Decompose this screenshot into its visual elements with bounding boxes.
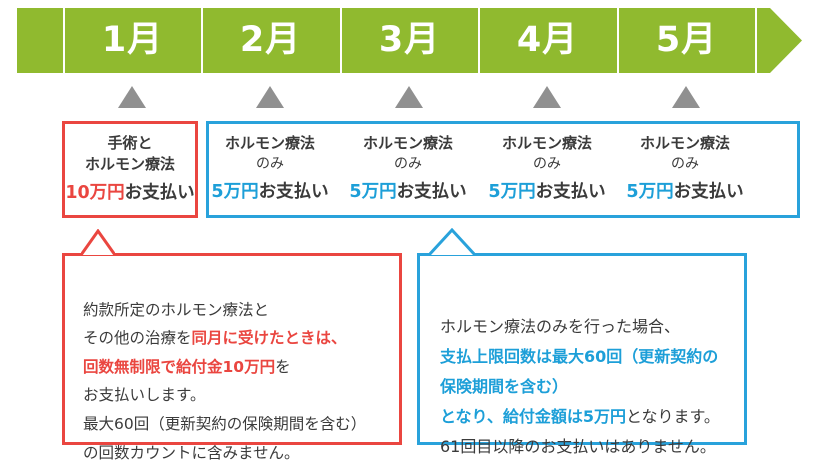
hormone-col-amount-suffix: お支払い [258, 182, 329, 202]
hormone-only-box: ホルモン療法 のみ 5万円お支払い ホルモン療法 のみ 5万円お支払い ホルモン… [206, 121, 800, 218]
hormone-col-amount-line: 5万円お支払い [339, 181, 477, 203]
hormone-col-amount-suffix: お支払い [396, 182, 467, 202]
hormone-col-amount-suffix: お支払い [535, 182, 606, 202]
red-callout-text: 約款所定のホルモン療法と その他の治療を同月に受けたときは、 回数無制限で給付金… [83, 296, 383, 461]
blue-callout-text-end: となります。 61回目以降のお支払いはありません。 [440, 407, 720, 456]
triangle-marker-icon [533, 86, 561, 108]
hormone-col-line1: ホルモン療法 [501, 134, 592, 152]
hormone-only-column: ホルモン療法 のみ 5万円お支払い [616, 133, 754, 203]
hormone-col-amount: 5万円 [349, 182, 397, 202]
surgery-box-amount-line: 10万円お支払い [65, 182, 195, 204]
month-label-1: 1月 [101, 20, 164, 60]
red-callout-text-start: 約款所定のホルモン療法と その他の治療を [83, 300, 270, 348]
hormone-only-column: ホルモン療法 のみ 5万円お支払い [201, 133, 339, 203]
hormone-col-line2: のみ [256, 156, 284, 172]
triangle-marker-icon [118, 86, 146, 108]
hormone-col-line1: ホルモン療法 [362, 134, 453, 152]
hormone-col-amount: 5万円 [626, 182, 674, 202]
blue-callout-text-emphasis: 支払上限回数は最大60回（更新契約の 保険期間を含む） となり、給付金額は5万円 [440, 347, 719, 426]
hormone-only-column: ホルモン療法 のみ 5万円お支払い [478, 133, 616, 203]
surgery-box-line1: 手術と [107, 134, 153, 152]
month-label-3: 3月 [378, 20, 441, 60]
red-callout-note: 約款所定のホルモン療法と その他の治療を同月に受けたときは、 回数無制限で給付金… [62, 253, 402, 461]
hormone-col-line1: ホルモン療法 [639, 134, 730, 152]
triangle-marker-icon [672, 86, 700, 108]
hormone-col-line2: のみ [671, 156, 699, 172]
hormone-col-amount-line: 5万円お支払い [478, 181, 616, 203]
month-divider [755, 8, 757, 73]
month-label-2: 2月 [239, 20, 302, 60]
hormone-col-line1: ホルモン療法 [224, 134, 315, 152]
hormone-col-amount-suffix: お支払い [673, 182, 744, 202]
hormone-only-column: ホルモン療法 のみ 5万円お支払い [339, 133, 477, 203]
red-callout-text-end: を お支払いします。 最大60回（更新契約の保険期間を含む） の回数カウントに含… [83, 357, 367, 461]
triangle-marker-icon [256, 86, 284, 108]
hormone-col-amount-line: 5万円お支払い [201, 181, 339, 203]
blue-callout-pointer-icon [429, 228, 475, 256]
month-label-4: 4月 [516, 20, 579, 60]
hormone-col-line2: のみ [394, 156, 422, 172]
surgery-hormone-box: 手術と ホルモン療法 10万円お支払い [62, 121, 198, 218]
blue-callout-text: ホルモン療法のみを行った場合、 支払上限回数は最大60回（更新契約の 保険期間を… [440, 312, 730, 461]
month-label-5: 5月 [655, 20, 718, 60]
month-divider [63, 8, 65, 73]
surgery-box-amount: 10万円 [65, 183, 125, 203]
blue-callout-note: ホルモン療法のみを行った場合、 支払上限回数は最大60回（更新契約の 保険期間を… [417, 253, 747, 456]
triangle-marker-icon [395, 86, 423, 108]
month-divider [617, 8, 619, 73]
blue-callout-text-start: ホルモン療法のみを行った場合、 [440, 317, 681, 336]
red-callout-text-emphasis: 同月に受けたときは、 回数無制限で給付金10万円 [83, 329, 347, 376]
hormone-col-amount-line: 5万円お支払い [616, 181, 754, 203]
hormone-col-line2: のみ [533, 156, 561, 172]
surgery-box-amount-suffix: お支払い [124, 183, 195, 203]
hormone-col-amount: 5万円 [211, 182, 259, 202]
timeline-arrow-bar: 1月 2月 3月 4月 5月 [17, 8, 802, 73]
month-divider [340, 8, 342, 73]
month-divider [478, 8, 480, 73]
red-callout-pointer-icon [81, 229, 115, 256]
surgery-box-line2: ホルモン療法 [84, 155, 175, 173]
month-divider [201, 8, 203, 73]
hormone-col-amount: 5万円 [488, 182, 536, 202]
